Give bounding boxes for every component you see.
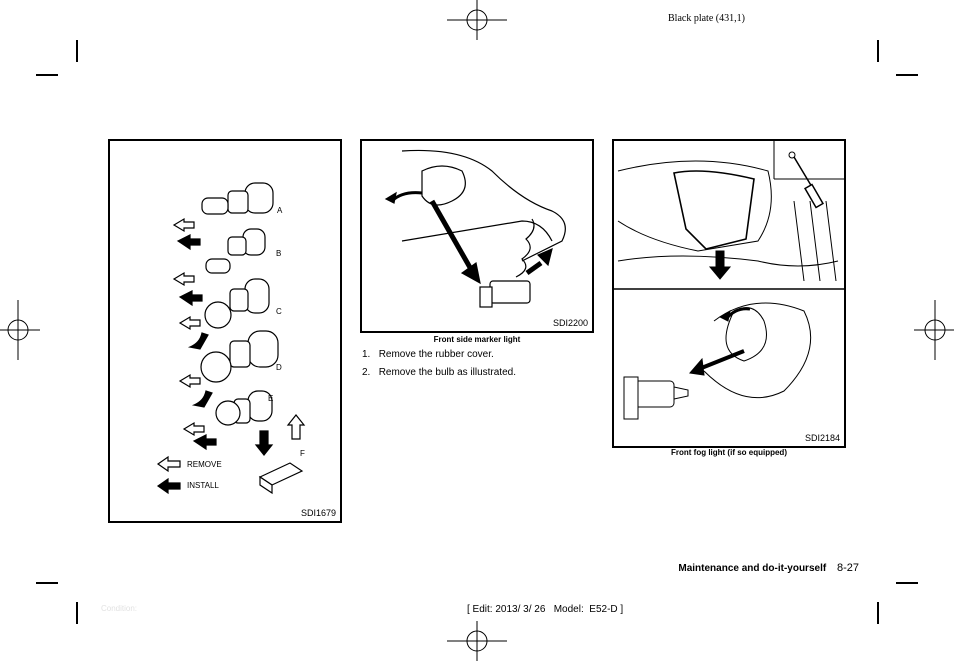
page-number: 8-27 xyxy=(836,562,859,574)
bulb-illustration xyxy=(156,182,306,495)
fog-light-figure: SDI2184 xyxy=(612,139,846,448)
crop-mark xyxy=(896,582,918,584)
crop-mark xyxy=(877,602,879,624)
step-2: 2. Remove the bulb as illustrated. xyxy=(362,367,516,378)
label-a: A xyxy=(277,206,283,215)
step-number: 2. xyxy=(362,367,371,378)
bulb-types-figure: A B C D E F REMOVE INSTALL SDI1679 xyxy=(108,139,342,523)
edit-info: [ Edit: 2013/ 3/ 26 Model: E52-D ] xyxy=(467,604,624,615)
label-f: F xyxy=(300,449,305,458)
figure-code: SDI2184 xyxy=(804,433,840,443)
crop-mark xyxy=(877,40,879,62)
crop-mark xyxy=(36,582,58,584)
step-text: Remove the bulb as illustrated. xyxy=(378,367,516,378)
section-title: Maintenance and do-it-yourself xyxy=(678,563,827,574)
legend-remove: REMOVE xyxy=(187,460,222,469)
figure-caption: Front fog light (if so equipped) xyxy=(671,448,787,457)
figure-code: SDI1679 xyxy=(300,508,336,518)
fog-light-illustration xyxy=(614,141,844,420)
crop-mark xyxy=(76,602,78,624)
section-footer: Maintenance and do-it-yourself 8-27 xyxy=(678,562,859,574)
label-d: D xyxy=(276,363,282,372)
figure-caption: Front side marker light xyxy=(433,335,521,344)
step-1: 1. Remove the rubber cover. xyxy=(362,349,494,360)
side-marker-illustration xyxy=(384,149,566,308)
plate-label: Black plate (431,1) xyxy=(668,13,745,24)
crop-mark xyxy=(896,74,918,76)
label-b: B xyxy=(276,249,282,258)
step-text: Remove the rubber cover. xyxy=(378,349,494,360)
figure-code: SDI2200 xyxy=(552,318,588,328)
side-marker-figure: SDI2200 xyxy=(360,139,594,333)
condition-label: Condition: xyxy=(101,604,138,613)
crop-mark xyxy=(36,74,58,76)
label-c: C xyxy=(276,307,282,316)
step-number: 1. xyxy=(362,349,371,360)
crop-mark xyxy=(76,40,78,62)
legend-install: INSTALL xyxy=(187,481,219,490)
label-e: E xyxy=(268,394,274,403)
